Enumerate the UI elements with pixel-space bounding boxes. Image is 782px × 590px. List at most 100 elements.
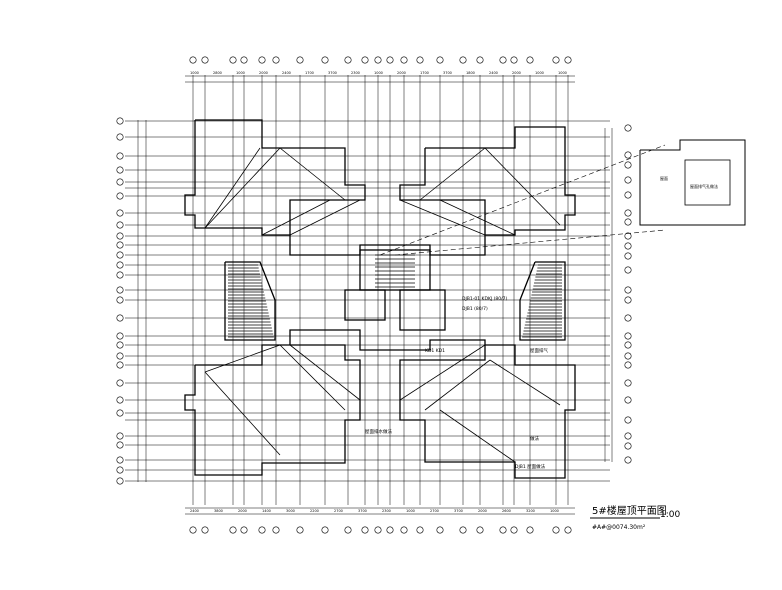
dim-label-top: 1000 (190, 71, 199, 75)
grid-bubble-left (116, 314, 124, 322)
grid-bubble-top (510, 56, 518, 64)
grid-bubble-bottom (240, 526, 248, 534)
grid-bubble-right (624, 209, 632, 217)
grid-bubble-bottom (552, 526, 560, 534)
grid-bubble-bottom (374, 526, 382, 534)
grid-bubble-top (272, 56, 280, 64)
dim-label-top: 1700 (420, 71, 429, 75)
grid-bubble-right (624, 352, 632, 360)
grid-bubble-bottom (510, 526, 518, 534)
annotation-label: KD1 KD1 (425, 348, 445, 354)
detail-callout (639, 139, 746, 226)
annotation-label: DJB1 (80/7) (462, 306, 488, 312)
annotation-label: DJB1-01 KDKJ (80/7) (462, 296, 508, 302)
dim-label-bottom: 3000 (286, 509, 295, 513)
grid-bubble-left (116, 379, 124, 387)
dim-label-top: 1800 (466, 71, 475, 75)
grid-bubble-right (624, 456, 632, 464)
grid-bubble-right (624, 314, 632, 322)
dim-label-bottom: 3700 (454, 509, 463, 513)
grid-bubble-top (258, 56, 266, 64)
grid-bubble-right (624, 252, 632, 260)
grid-bubble-top (564, 56, 572, 64)
grid-bubble-right (624, 218, 632, 226)
annotations: DJB1-01 KDKJ (80/7) DJB1 (80/7) 屋面排气 KD1 KD… (365, 296, 548, 470)
dim-label-top: 1700 (305, 71, 314, 75)
dim-label-bottom: 2700 (334, 509, 343, 513)
leader-lines (379, 144, 666, 256)
grid-bubble-top (552, 56, 560, 64)
grid-bubble-top (499, 56, 507, 64)
grid-bubble-bottom (499, 526, 507, 534)
grid-bubble-bottom (296, 526, 304, 534)
grid-bubble-right (624, 176, 632, 184)
grid-bubble-top (400, 56, 408, 64)
grid-bubble-right (624, 124, 632, 132)
annotation-label: 屋面排气 (530, 347, 548, 354)
grid-bubble-top (361, 56, 369, 64)
grid-bubble-left (116, 296, 124, 304)
annotation-label: DJB1 屋面做法 (515, 463, 546, 470)
grid-bubble-left (116, 456, 124, 464)
dim-label-top: 1000 (535, 71, 544, 75)
dim-label-bottom: 3200 (526, 509, 535, 513)
grid-bubble-right (624, 286, 632, 294)
grid-bubble-right (624, 341, 632, 349)
grid-bubble-right (624, 232, 632, 240)
grid-bubble-left (116, 332, 124, 340)
grid-bubble-right (624, 332, 632, 340)
grid-bubble-left (116, 251, 124, 259)
dim-label-bottom: 1000 (406, 509, 415, 513)
grid-bubble-left (116, 209, 124, 217)
grid-bubble-bottom (189, 526, 197, 534)
grid-bubble-left (116, 396, 124, 404)
detail-label: 屋面 (660, 175, 668, 181)
grid-bubble-top (386, 56, 394, 64)
dim-label-bottom: 1400 (262, 509, 271, 513)
dim-label-bottom: 2300 (382, 509, 391, 513)
grid-bubble-left (116, 477, 124, 485)
dim-label-top: 2000 (259, 71, 268, 75)
grid-bubble-top (374, 56, 382, 64)
dimension-strings (137, 75, 613, 515)
grid-bubble-right (624, 191, 632, 199)
grid-bubble-top (436, 56, 444, 64)
building-outline (184, 119, 576, 479)
grid-bubble-left (116, 117, 124, 125)
grid-bubble-left (116, 286, 124, 294)
grid-bubble-left (116, 432, 124, 440)
title-sub: #A#@0074.30m² (592, 524, 646, 531)
grid-bubble-bottom (361, 526, 369, 534)
grid-bubble-right (624, 416, 632, 424)
dim-label-bottom: 2700 (430, 509, 439, 513)
grid-bubble-left (116, 178, 124, 186)
grid-bubble-left (116, 241, 124, 249)
title-scale: 1:00 (660, 510, 680, 520)
axis-grid-bubbles (116, 56, 632, 534)
grid-bubble-left (116, 166, 124, 174)
dim-label-top: 1000 (558, 71, 567, 75)
dim-label-bottom: 1000 (550, 509, 559, 513)
dim-label-top: 3700 (443, 71, 452, 75)
grid-bubble-left (116, 261, 124, 269)
dim-label-bottom: 3800 (214, 509, 223, 513)
dim-label-bottom: 2600 (502, 509, 511, 513)
dim-label-bottom: 2000 (478, 509, 487, 513)
grid-bubble-right (624, 296, 632, 304)
grid-bubble-left (116, 441, 124, 449)
grid-bubble-left (116, 152, 124, 160)
grid-bubble-left (116, 361, 124, 369)
grid-bubble-top (526, 56, 534, 64)
title-main: 5#楼屋顶平面图 (592, 504, 667, 517)
grid-bubble-left (116, 133, 124, 141)
dim-label-top: 2800 (213, 71, 222, 75)
dim-label-top: 1000 (236, 71, 245, 75)
grid-bubble-bottom (272, 526, 280, 534)
grid-bubble-left (116, 352, 124, 360)
stair-hatching (228, 254, 562, 338)
grid-bubble-top (296, 56, 304, 64)
dim-label-bottom: 3700 (358, 509, 367, 513)
